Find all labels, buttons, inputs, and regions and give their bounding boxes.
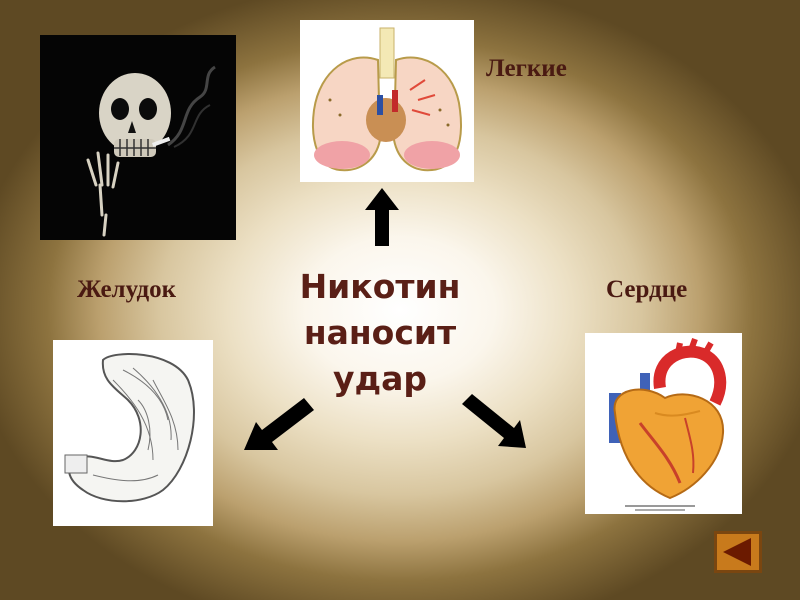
center-line-1: Никотин [299,267,461,306]
back-triangle-icon [723,538,751,566]
lungs-label: Легкие [486,55,567,82]
nicotine-message: Никотин наносит удар [290,264,470,402]
up-arrow-icon [363,186,401,252]
stomach-anatomy-image [53,340,213,526]
center-line-2: наносит [303,313,457,352]
down-right-arrow-icon [458,390,528,456]
back-button[interactable] [714,531,762,573]
center-line-3: удар [332,359,428,398]
lungs-anatomy-image [300,20,474,182]
stomach-label: Желудок [77,276,177,303]
skull-smoking-image [40,35,236,240]
heart-label: Сердце [606,276,688,303]
heart-anatomy-image [585,333,742,514]
down-left-arrow-icon [242,392,320,458]
